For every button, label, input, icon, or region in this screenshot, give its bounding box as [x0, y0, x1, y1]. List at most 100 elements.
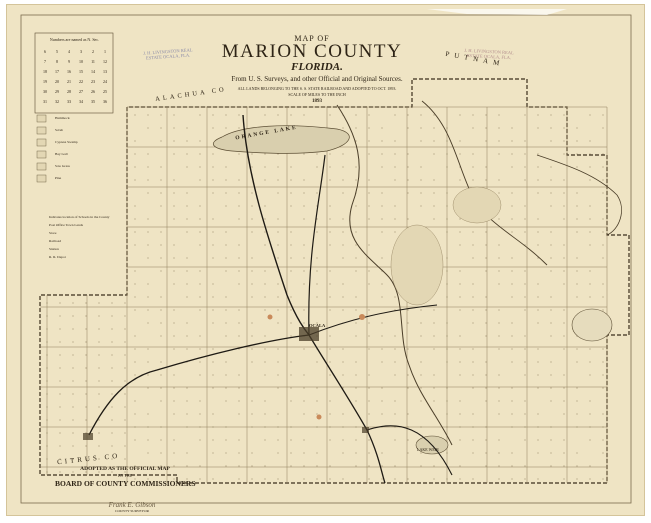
section-dot — [511, 348, 513, 350]
section-dot — [576, 400, 578, 402]
section-dot — [342, 231, 344, 233]
section-dot — [264, 205, 266, 207]
section-dot — [199, 140, 201, 142]
section-dot — [381, 166, 383, 168]
section-dot — [589, 296, 591, 298]
section-dot — [589, 270, 591, 272]
town-mark-3 — [267, 314, 273, 320]
index-cell: 3 — [80, 49, 82, 54]
section-dot — [407, 179, 409, 181]
section-dot — [576, 361, 578, 363]
section-dot — [59, 445, 61, 447]
index-cell: 23 — [91, 79, 95, 84]
section-dot — [355, 335, 357, 337]
map-subtitle: FLORIDA. — [291, 61, 343, 73]
section-dot — [85, 354, 87, 356]
section-dot — [199, 413, 201, 415]
section-dot — [485, 387, 487, 389]
section-dot — [251, 335, 253, 337]
signature-caption: COUNTY SURVEYOR — [115, 509, 149, 513]
map-title: MARION COUNTY — [221, 41, 403, 62]
legend-swatch — [36, 114, 47, 123]
section-dot — [563, 452, 565, 454]
section-dot — [524, 166, 526, 168]
section-dot — [316, 218, 318, 220]
section-dot — [173, 257, 175, 259]
section-dot — [199, 309, 201, 311]
section-dot — [381, 218, 383, 220]
section-dot — [563, 192, 565, 194]
section-dot — [459, 426, 461, 428]
map-drawing — [20, 9, 632, 504]
section-dot — [329, 400, 331, 402]
section-dot — [459, 361, 461, 363]
section-dot — [303, 374, 305, 376]
section-dot — [563, 244, 565, 246]
section-dot — [238, 205, 240, 207]
section-dot — [251, 231, 253, 233]
section-dot — [316, 400, 318, 402]
section-dot — [199, 270, 201, 272]
section-dot — [563, 335, 565, 337]
section-dot — [173, 478, 175, 480]
section-dot — [303, 218, 305, 220]
section-dot — [511, 257, 513, 259]
section-dot — [264, 153, 266, 155]
section-dot — [602, 452, 604, 454]
section-dot — [459, 231, 461, 233]
section-dot — [225, 114, 227, 116]
section-dot — [134, 309, 136, 311]
section-dot — [290, 309, 292, 311]
section-dot — [85, 445, 87, 447]
section-dot — [59, 406, 61, 408]
section-dot — [111, 445, 113, 447]
section-dot — [394, 478, 396, 480]
section-dot — [550, 452, 552, 454]
section-dot — [394, 205, 396, 207]
section-dot — [303, 114, 305, 116]
section-dot — [589, 218, 591, 220]
section-dot — [46, 328, 48, 330]
section-dot — [160, 114, 162, 116]
section-dot — [147, 439, 149, 441]
section-dots — [46, 114, 604, 480]
section-dot — [537, 322, 539, 324]
index-cell: 11 — [91, 59, 95, 64]
section-dot — [355, 374, 357, 376]
adoption-line-1: ADOPTED AS THE OFFICIAL MAP — [80, 466, 170, 472]
section-dot — [381, 348, 383, 350]
section-dot — [238, 439, 240, 441]
section-dot — [199, 179, 201, 181]
section-dot — [355, 387, 357, 389]
section-dot — [498, 270, 500, 272]
section-dot — [355, 361, 357, 363]
section-dot — [576, 192, 578, 194]
index-cell: 18 — [43, 69, 47, 74]
section-dot — [59, 302, 61, 304]
section-dot — [160, 387, 162, 389]
county-boundary — [39, 78, 630, 484]
section-dot — [251, 478, 253, 480]
section-dot — [472, 283, 474, 285]
section-dot — [537, 387, 539, 389]
section-dot — [147, 374, 149, 376]
section-dot — [147, 244, 149, 246]
index-cell: 32 — [55, 99, 59, 104]
section-dot — [173, 465, 175, 467]
section-dot — [394, 426, 396, 428]
map-sheet: MAP OF MARION COUNTY FLORIDA. From U. S.… — [6, 4, 645, 516]
legend-swatch — [36, 126, 47, 135]
neat-line — [20, 14, 632, 504]
section-dot — [589, 283, 591, 285]
section-dot — [186, 413, 188, 415]
section-dot — [264, 361, 266, 363]
section-dot — [264, 296, 266, 298]
section-dot — [199, 283, 201, 285]
section-dot — [111, 419, 113, 421]
section-dot — [472, 257, 474, 259]
section-dot — [85, 419, 87, 421]
section-dot — [420, 387, 422, 389]
section-dot — [290, 205, 292, 207]
section-dot — [446, 452, 448, 454]
section-dot — [303, 465, 305, 467]
